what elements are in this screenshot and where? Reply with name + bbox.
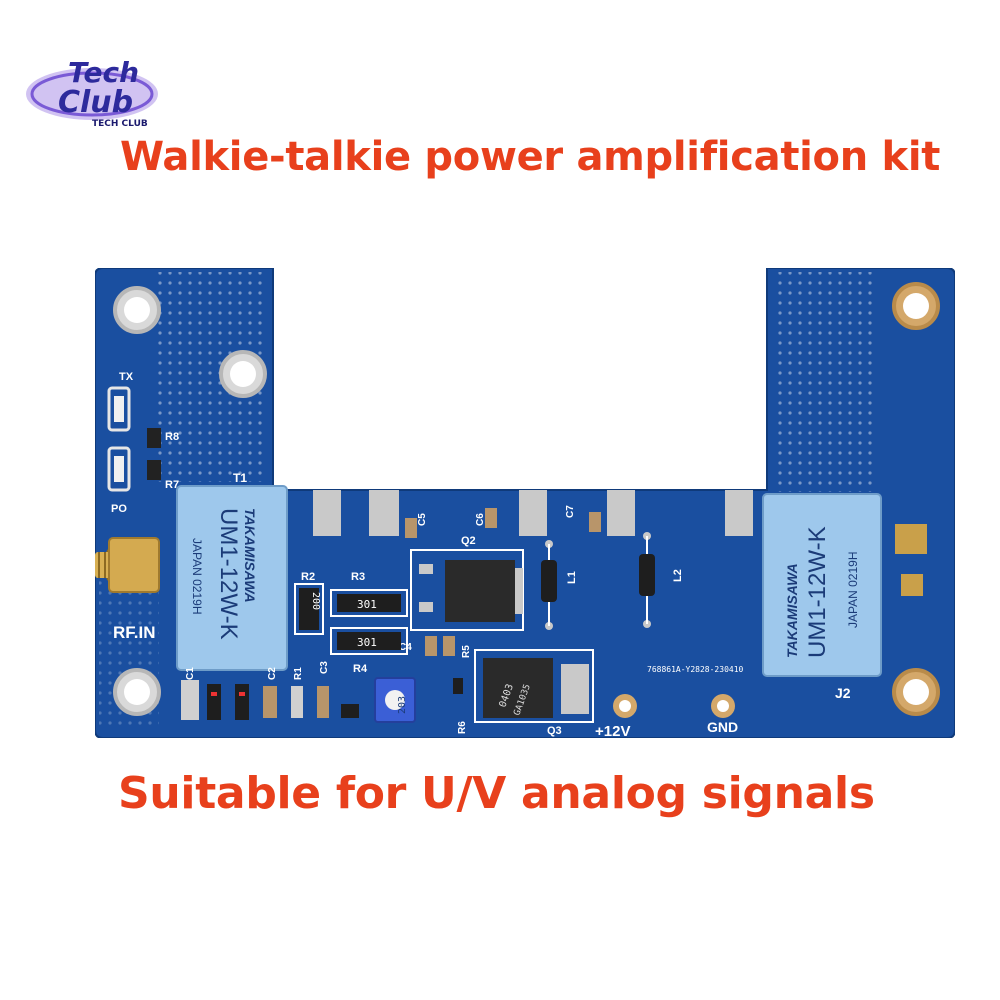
label-po: PO	[111, 503, 127, 515]
t1-brand: TAKAMISAWA	[242, 508, 258, 603]
j2-model: UM1-12W-K	[804, 526, 831, 658]
label-c4: C4	[399, 642, 412, 653]
label-r7: R7	[165, 479, 179, 491]
label-c6: C6	[475, 513, 486, 526]
ground-pad	[711, 694, 735, 718]
label-rf-in: RF.IN	[113, 623, 156, 642]
label-gnd: GND	[707, 719, 738, 735]
label-c1: C1	[185, 667, 196, 680]
t1-origin: JAPAN 0219H	[190, 538, 204, 614]
mounting-hole	[113, 668, 161, 716]
label-q3: Q3	[547, 725, 562, 737]
label-tx: TX	[119, 371, 134, 383]
label-l1: L1	[566, 571, 578, 584]
mosfet-q2	[410, 549, 524, 631]
pcb-board: TX PO R8 R7 T1 RF.IN TAKAMISAWA UM1-12W-…	[95, 268, 955, 738]
tx-led	[107, 386, 131, 432]
brand-logo: Tech Club TECH CLUB	[22, 44, 172, 134]
label-c2: C2	[267, 667, 278, 680]
j2-origin: JAPAN 0219H	[846, 552, 860, 628]
j2-brand: TAKAMISAWA	[784, 563, 800, 658]
transformer-t1: TAKAMISAWA UM1-12W-K JAPAN 0219H	[176, 485, 288, 671]
resistor-r3: 301	[330, 589, 408, 617]
logo-line1: Tech	[68, 56, 139, 89]
r3-code: 301	[357, 598, 377, 611]
resistor-r4: 301	[330, 627, 408, 655]
label-c3: C3	[319, 661, 330, 674]
po-led	[107, 446, 131, 492]
mounting-hole	[892, 282, 940, 330]
label-r1: R1	[293, 667, 304, 680]
headline: Walkie-talkie power amplification kit	[120, 134, 941, 180]
resistor-r2: 200	[294, 583, 324, 635]
mounting-hole	[219, 350, 267, 398]
label-r5: R5	[461, 645, 472, 658]
label-t1: T1	[233, 471, 247, 485]
pot-label: 203	[397, 696, 408, 714]
mounting-hole	[892, 668, 940, 716]
r4-code: 301	[357, 636, 377, 649]
r2-code: 200	[310, 592, 321, 610]
logo-tag: TECH CLUB	[92, 119, 148, 129]
t1-model: UM1-12W-K	[215, 508, 242, 640]
revision-code: 768861A-Y2828-230410	[647, 665, 744, 674]
label-r2: R2	[301, 571, 315, 583]
transformer-j2: TAKAMISAWA UM1-12W-K JAPAN 0219H	[762, 493, 882, 677]
trimmer-potentiometer: 203	[374, 677, 416, 723]
mosfet-q3: 0403 GA1035	[474, 649, 594, 723]
label-q2: Q2	[461, 535, 476, 547]
logo-line2: Club	[58, 85, 133, 120]
inductor-l2	[639, 532, 655, 628]
subheadline: Suitable for U/V analog signals	[118, 768, 875, 819]
inductor-l1	[541, 540, 557, 630]
label-r8: R8	[165, 431, 179, 443]
label-j2: J2	[835, 685, 851, 701]
label-r6: R6	[457, 721, 468, 734]
label-r3: R3	[351, 571, 365, 583]
label-l2: L2	[672, 569, 684, 582]
mounting-hole	[113, 286, 161, 334]
label-c5: C5	[417, 513, 428, 526]
label-c7: C7	[565, 505, 576, 518]
power-pad	[613, 694, 637, 718]
label-12v: +12V	[595, 723, 630, 738]
label-r4: R4	[353, 663, 368, 675]
sma-connector	[95, 537, 160, 593]
